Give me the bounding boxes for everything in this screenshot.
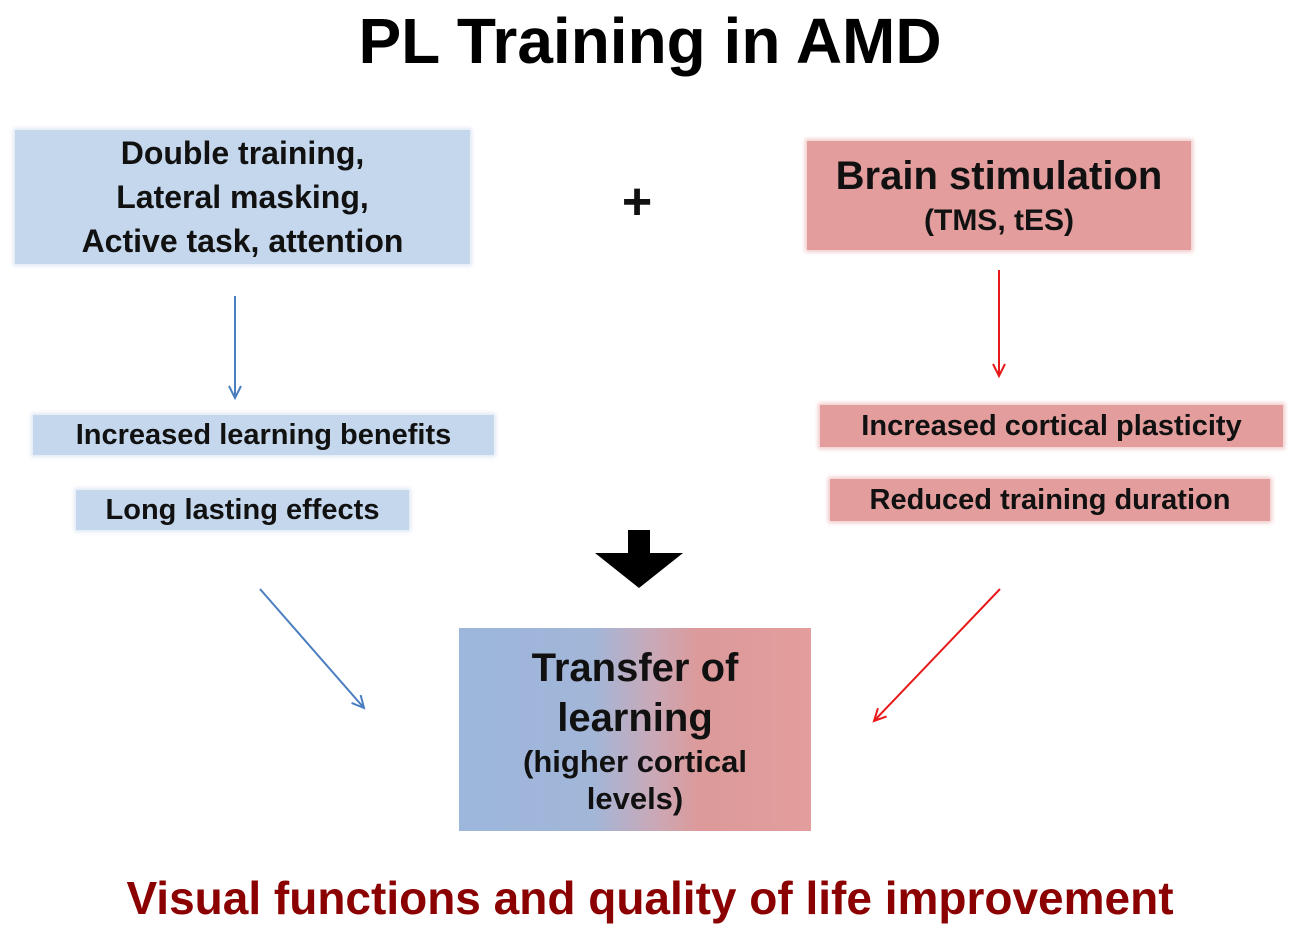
brain-stimulation-methods: (TMS, tES) — [924, 203, 1074, 237]
outcome-reduced-duration: Reduced training duration — [830, 479, 1270, 521]
brain-stimulation-box: Brain stimulation (TMS, tES) — [807, 141, 1191, 250]
training-method-line: Active task, attention — [81, 223, 404, 259]
training-method-line: Lateral masking, — [116, 179, 369, 215]
red-diagonal-arrow — [874, 588, 1001, 721]
plus-sign: + — [621, 173, 653, 231]
transfer-label-line: learning — [557, 695, 713, 740]
transfer-sub-line: levels) — [586, 780, 684, 816]
brain-stimulation-label: Brain stimulation — [835, 153, 1163, 198]
outcome-learning-benefits: Increased learning benefits — [33, 415, 494, 455]
outcome-cortical-plasticity: Increased cortical plasticity — [820, 405, 1283, 447]
outcome-long-lasting: Long lasting effects — [76, 490, 409, 530]
blue-diagonal-arrow — [259, 588, 364, 708]
training-method-line: Double training, — [120, 135, 365, 171]
transfer-sub-line: (higher cortical — [523, 743, 747, 779]
footer-conclusion: Visual functions and quality of life imp… — [126, 872, 1174, 924]
diagram-title: PL Training in AMD — [358, 5, 942, 77]
training-methods-box: Double training, Lateral masking, Active… — [15, 130, 470, 264]
transfer-label-line: Transfer of — [531, 645, 739, 690]
transfer-of-learning-box: Transfer of learning (higher cortical le… — [459, 628, 811, 831]
down-arrow-icon — [595, 530, 683, 588]
